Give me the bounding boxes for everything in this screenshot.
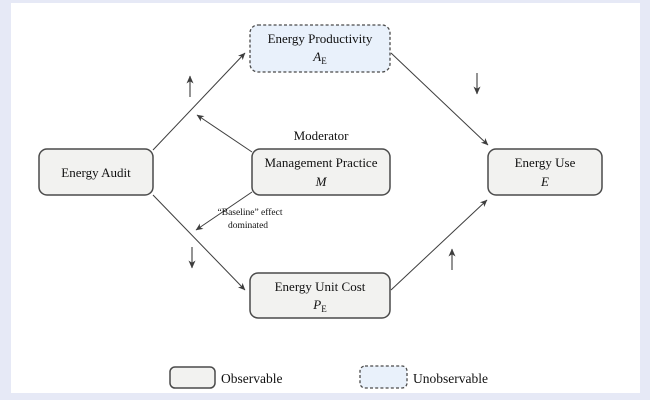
energy-audit-label: Energy Audit xyxy=(61,165,131,180)
effect-indicators xyxy=(186,73,481,270)
energy-audit-box xyxy=(38,148,154,196)
node-energy-audit: Energy Audit xyxy=(38,148,154,196)
energy-productivity-box xyxy=(249,24,391,73)
energy-unit-cost-box xyxy=(249,272,391,319)
edge-audit-to-unitcost xyxy=(152,194,246,291)
legend: Observable Unobservable xyxy=(169,365,488,389)
energy-use-box xyxy=(487,148,603,196)
legend-observable-swatch xyxy=(169,366,216,389)
node-energy-use: Energy Use E xyxy=(487,148,603,196)
baseline-note-line2: dominated xyxy=(228,221,268,231)
legend-unobservable-label: Unobservable xyxy=(413,371,488,386)
node-energy-productivity: Energy Productivity AE xyxy=(249,24,391,73)
edges xyxy=(152,52,489,291)
management-practice-box xyxy=(251,148,391,196)
management-practice-label: Management Practice xyxy=(265,155,378,170)
edge-audit-to-productivity xyxy=(152,52,246,151)
node-management-practice: Moderator Management Practice M xyxy=(251,128,391,196)
energy-unit-cost-label: Energy Unit Cost xyxy=(275,279,366,294)
legend-observable-label: Observable xyxy=(221,371,282,386)
energy-use-symbol: E xyxy=(540,174,549,189)
edge-unitcost-to-use xyxy=(390,199,488,291)
node-energy-unit-cost: Energy Unit Cost PE xyxy=(249,272,391,319)
baseline-note: “Baseline” effect dominated xyxy=(218,207,283,231)
edge-productivity-to-use xyxy=(390,52,489,146)
management-practice-symbol: M xyxy=(315,174,328,189)
energy-productivity-symbol: AE xyxy=(312,49,327,66)
legend-unobservable-swatch xyxy=(359,365,408,389)
baseline-note-line1: “Baseline” effect xyxy=(218,207,283,218)
energy-use-label: Energy Use xyxy=(515,155,576,170)
edge-moderator-upper xyxy=(196,114,253,153)
energy-unit-cost-symbol: PE xyxy=(312,297,327,314)
energy-productivity-label: Energy Productivity xyxy=(268,31,373,46)
edge-moderator-lower xyxy=(195,191,253,231)
moderator-label: Moderator xyxy=(294,128,350,143)
